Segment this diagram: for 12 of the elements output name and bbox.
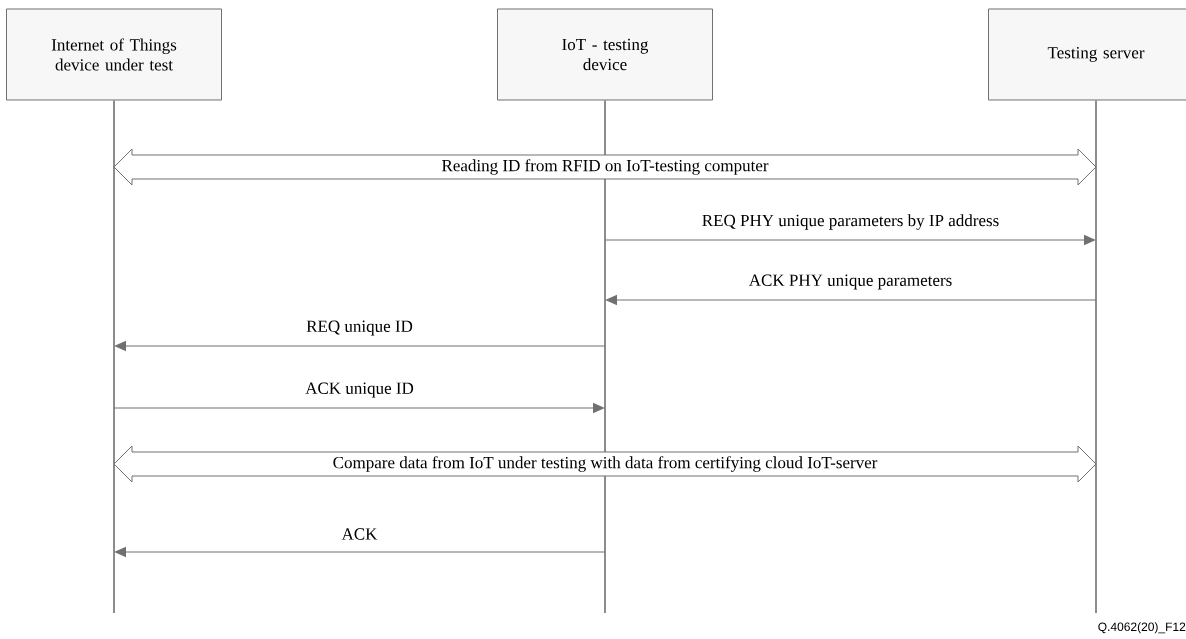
- edge-label: Reading ID from RFID on IoT-testing computer: [441, 159, 769, 175]
- edge-label: ACK unique ID: [305, 382, 414, 398]
- participant-box: IoT - testing device: [497, 8, 713, 101]
- participant-box: Testing server: [988, 8, 1186, 101]
- edge-label: ACK PHY unique parameters: [748, 274, 952, 290]
- edge-label: ACK: [341, 528, 378, 540]
- participant-box: Internet of Things device under test: [6, 8, 222, 101]
- double-arrow: [113, 148, 1097, 186]
- edge-label: REQ unique ID: [306, 320, 413, 336]
- edge-label: REQ PHY unique parameters by IP address: [702, 214, 999, 230]
- edge-label: Compare data from IoT under testing with data from certifying cloud IoT-server: [333, 456, 878, 472]
- double-arrow: [113, 445, 1097, 483]
